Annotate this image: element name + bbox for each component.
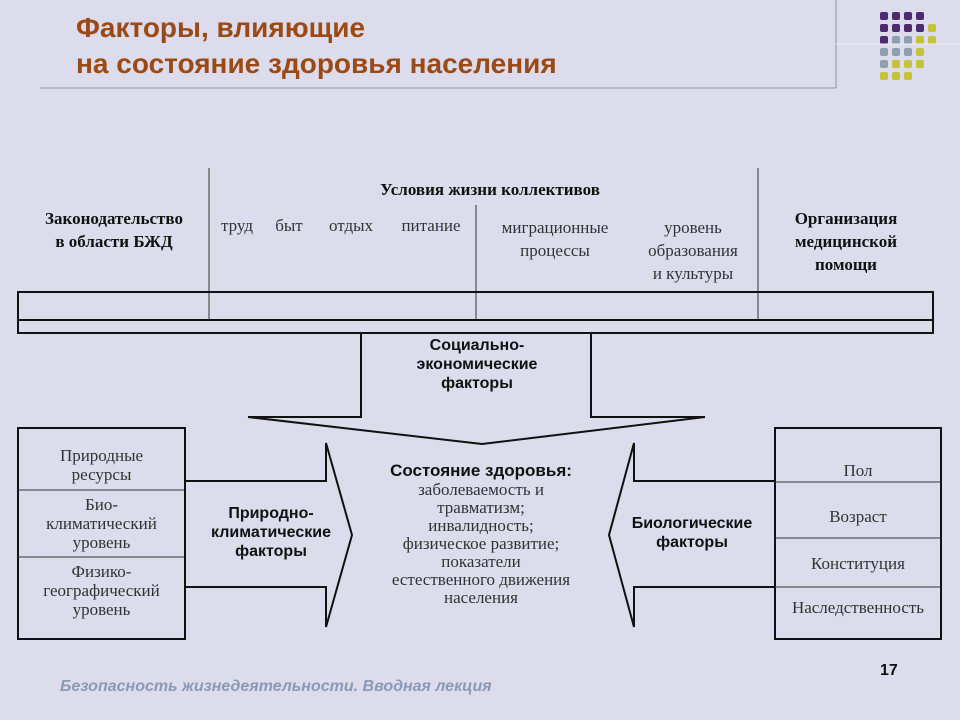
- decorative-dot: [904, 36, 912, 44]
- decorative-dot: [880, 36, 888, 44]
- decorative-dot: [880, 48, 888, 56]
- socio-economic-arrow: [247, 333, 706, 446]
- legislation-header: Законодательство в области БЖД: [45, 209, 183, 251]
- top-bar-outer: [17, 291, 934, 334]
- page-number: 17: [880, 662, 898, 679]
- decorative-dot: [904, 60, 912, 68]
- decorative-dot: [880, 72, 888, 80]
- health-block: Состояние здоровья: заболеваемость и тра…: [356, 460, 606, 607]
- decorative-dot: [916, 48, 924, 56]
- decorative-dot: [892, 60, 900, 68]
- sub-item-rest: отдых: [328, 216, 374, 235]
- sub-item-migration: миграционные процессы: [501, 218, 609, 260]
- sub-item-labor: труд: [221, 216, 253, 235]
- sub-item-education: уровень образования и культуры: [648, 218, 738, 283]
- decorative-dot: [880, 12, 888, 20]
- natural-item-resources: Природные ресурсы: [59, 446, 144, 484]
- decorative-dot: [904, 72, 912, 80]
- bio-factors-label: Биологические факторы: [631, 515, 753, 551]
- decorative-dot: [880, 24, 888, 32]
- natural-factors-label: Природно- климатические факторы: [210, 505, 331, 560]
- title-line-1: Факторы, влияющие: [76, 12, 366, 43]
- footer-text: Безопасность жизнедеятельности. Вводная …: [60, 678, 492, 695]
- socio-economic-label: Социально- экономические факторы: [416, 337, 538, 392]
- health-lines: заболеваемость и травматизм; инвалидност…: [391, 480, 571, 607]
- decorative-dot: [892, 24, 900, 32]
- decorative-dot: [916, 24, 924, 32]
- decorative-dot: [904, 48, 912, 56]
- bio-item-age: Возраст: [829, 507, 887, 526]
- sub-item-life: быт: [275, 216, 303, 235]
- bio-item-sex: Пол: [843, 461, 873, 480]
- living-conditions-header: Условия жизни коллективов: [380, 180, 600, 199]
- decorative-dot: [880, 60, 888, 68]
- decorative-dot: [928, 36, 936, 44]
- sub-item-food: питание: [401, 216, 461, 235]
- decorative-dot: [892, 36, 900, 44]
- decorative-dot: [892, 12, 900, 20]
- decorative-dot: [916, 36, 924, 44]
- decorative-dot: [916, 60, 924, 68]
- natural-item-bioclimatic: Био- климатический уровень: [46, 495, 157, 552]
- medical-care-header: Организация медицинской помощи: [794, 209, 898, 274]
- decorative-dot: [904, 12, 912, 20]
- health-heading: Состояние здоровья:: [390, 461, 572, 480]
- natural-factors-arrow: [184, 442, 354, 628]
- decorative-dot: [892, 48, 900, 56]
- decorative-dot: [892, 72, 900, 80]
- decorative-dot: [928, 24, 936, 32]
- bio-item-constitution: Конституция: [811, 554, 905, 573]
- bio-factors-arrow: [607, 442, 776, 628]
- decorative-dot: [904, 24, 912, 32]
- bio-box-frame: [774, 427, 942, 640]
- bio-item-heredity: Наследственность: [791, 598, 925, 617]
- slide-title: Факторы, влияющие на состояние здоровья …: [76, 10, 557, 82]
- title-line-2: на состояние здоровья населения: [76, 48, 557, 79]
- natural-item-geographic: Физико- географический уровень: [43, 562, 160, 619]
- decorative-dot: [916, 12, 924, 20]
